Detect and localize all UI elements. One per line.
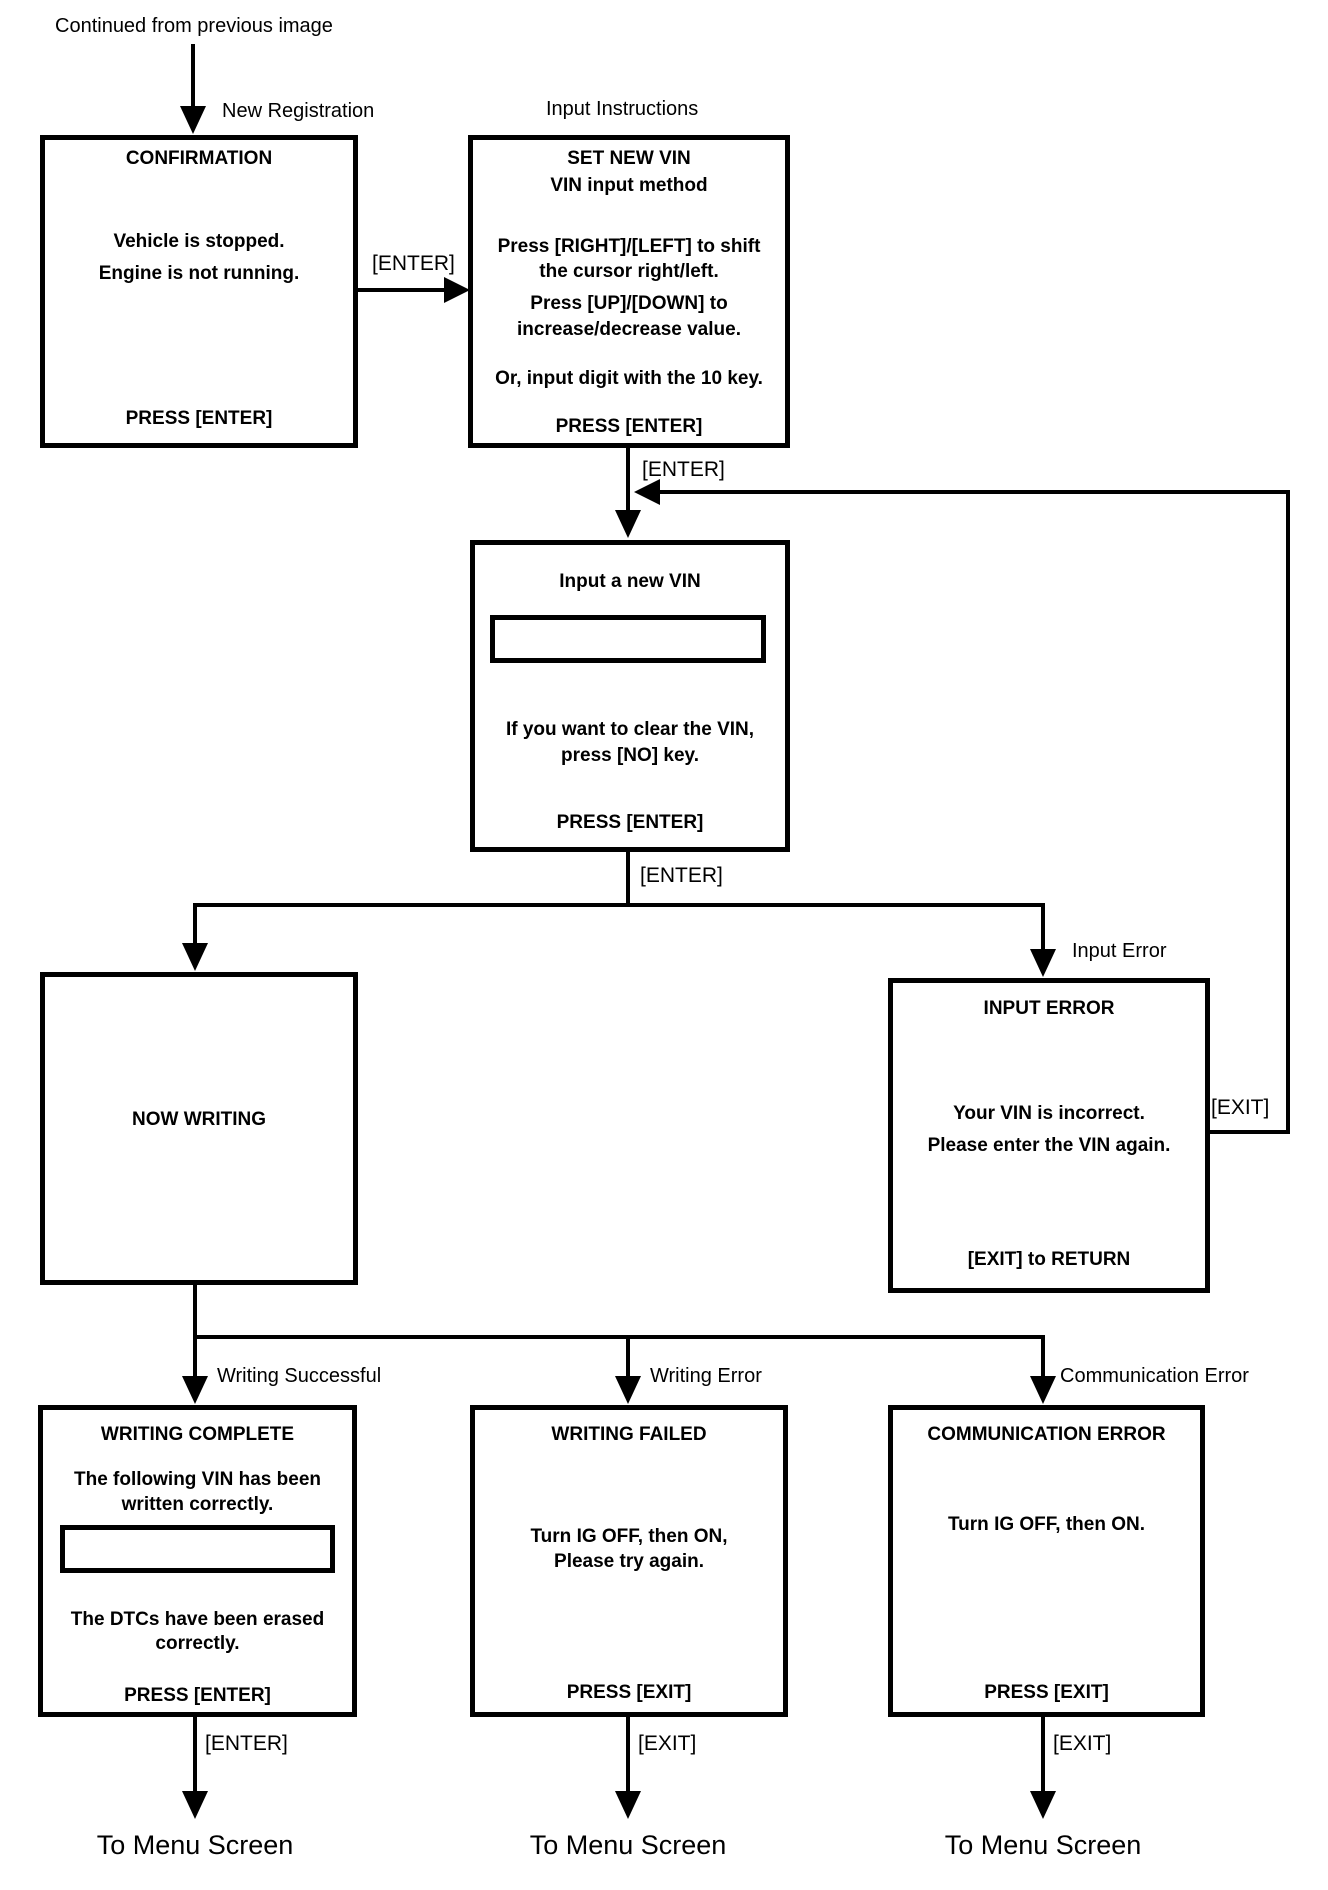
arrow-down-icon — [180, 106, 206, 134]
screen-text: written correctly. — [121, 1494, 274, 1515]
screen-set-new-vin: SET NEW VIN VIN input method Press [RIGH… — [468, 135, 790, 448]
edge-label-enter: [ENTER] — [640, 864, 723, 887]
arrow-right-icon — [444, 277, 470, 303]
edge-line — [358, 288, 446, 292]
continued-note: Continued from previous image — [55, 15, 333, 37]
edge-label-enter: [ENTER] — [642, 458, 725, 481]
edge-label-exit: [EXIT] — [1211, 1096, 1270, 1119]
terminal-to-menu-screen: To Menu Screen — [944, 1830, 1142, 1860]
edge-line — [626, 448, 630, 510]
screen-confirmation: CONFIRMATION Vehicle is stopped. Engine … — [40, 135, 358, 448]
vin-result-field — [60, 1525, 335, 1573]
edge-label-enter: [ENTER] — [205, 1732, 288, 1755]
edge-label-enter: [ENTER] — [372, 252, 455, 275]
branch-line — [193, 1335, 1045, 1339]
exit-loop-line-right — [1286, 490, 1290, 1134]
screen-text: Vehicle is stopped. — [113, 231, 285, 252]
screen-text: Press [UP]/[DOWN] to — [530, 293, 728, 314]
screen-text: Please enter the VIN again. — [927, 1135, 1171, 1156]
screen-communication-error: COMMUNICATION ERROR Turn IG OFF, then ON… — [888, 1405, 1205, 1717]
edge-line — [1041, 1717, 1045, 1792]
exit-loop-line-bottom — [1210, 1130, 1290, 1134]
screen-text: the cursor right/left. — [539, 261, 719, 282]
screen-text: Or, input digit with the 10 key. — [495, 368, 763, 389]
screen-footer: [EXIT] to RETURN — [967, 1249, 1131, 1270]
branch-label-writing-successful: Writing Successful — [217, 1365, 382, 1387]
branch-label-new-registration: New Registration — [222, 100, 375, 122]
screen-footer: PRESS [ENTER] — [555, 416, 703, 437]
screen-text: increase/decrease value. — [517, 319, 741, 340]
screen-text: Please try again. — [554, 1551, 704, 1572]
screen-text: Your VIN is incorrect. — [953, 1103, 1145, 1124]
screen-text: The DTCs have been erased — [70, 1609, 325, 1630]
arrow-down-icon — [615, 1791, 641, 1819]
screen-title: NOW WRITING — [131, 1109, 267, 1130]
screen-title: WRITING FAILED — [551, 1424, 707, 1445]
screen-footer: PRESS [ENTER] — [124, 1685, 271, 1706]
screen-input-new-vin: Input a new VIN If you want to clear the… — [470, 540, 790, 852]
screen-text: Turn IG OFF, then ON. — [947, 1514, 1146, 1535]
arrow-down-icon — [182, 1791, 208, 1819]
screen-text: Turn IG OFF, then ON, — [530, 1526, 728, 1547]
arrow-down-icon — [615, 1376, 641, 1404]
arrow-down-icon — [182, 943, 208, 971]
arrow-down-icon — [182, 1376, 208, 1404]
screen-footer: PRESS [ENTER] — [125, 408, 273, 429]
edge-label-exit: [EXIT] — [1053, 1732, 1112, 1755]
edge-line — [626, 852, 630, 905]
screen-text: correctly. — [155, 1633, 240, 1654]
terminal-to-menu-screen: To Menu Screen — [529, 1830, 727, 1860]
screen-input-error: INPUT ERROR Your VIN is incorrect. Pleas… — [888, 978, 1210, 1293]
screen-footer: PRESS [EXIT] — [566, 1682, 692, 1703]
terminal-to-menu-screen: To Menu Screen — [96, 1830, 294, 1860]
screen-text: Engine is not running. — [98, 263, 300, 284]
edge-line — [193, 1717, 197, 1792]
arrow-left-icon — [634, 479, 660, 505]
branch-label-writing-error: Writing Error — [650, 1365, 762, 1387]
edge-line — [1041, 1337, 1045, 1376]
screen-writing-complete: WRITING COMPLETE The following VIN has b… — [38, 1405, 357, 1717]
branch-label-input-error: Input Error — [1072, 940, 1167, 962]
entry-arrow-line — [191, 44, 195, 108]
screen-text: press [NO] key. — [561, 745, 699, 766]
screen-text: If you want to clear the VIN, — [505, 719, 755, 740]
edge-line — [1041, 905, 1045, 950]
screen-text: The following VIN has been — [73, 1469, 322, 1490]
screen-text: Press [RIGHT]/[LEFT] to shift — [497, 236, 761, 257]
screen-now-writing: NOW WRITING — [40, 972, 358, 1285]
edge-line — [626, 1717, 630, 1792]
screen-footer: PRESS [EXIT] — [984, 1682, 1109, 1703]
arrow-down-icon — [1030, 949, 1056, 977]
screen-title: COMMUNICATION ERROR — [927, 1424, 1166, 1445]
edge-label-exit: [EXIT] — [638, 1732, 697, 1755]
screen-title: SET NEW VIN — [567, 148, 691, 169]
screen-writing-failed: WRITING FAILED Turn IG OFF, then ON, Ple… — [470, 1405, 788, 1717]
edge-line — [626, 1337, 630, 1376]
arrow-down-icon — [1030, 1376, 1056, 1404]
vin-input-field — [490, 615, 766, 663]
branch-label-input-instructions: Input Instructions — [546, 98, 699, 120]
screen-footer: PRESS [ENTER] — [556, 812, 704, 833]
exit-loop-line-top — [660, 490, 1288, 494]
screen-title: Input a new VIN — [559, 571, 701, 592]
arrow-down-icon — [1030, 1791, 1056, 1819]
edge-line — [193, 1337, 197, 1376]
screen-title: WRITING COMPLETE — [100, 1424, 295, 1445]
branch-label-communication-error: Communication Error — [1060, 1365, 1249, 1387]
branch-line — [193, 903, 1045, 907]
arrow-down-icon — [615, 510, 641, 538]
edge-line — [193, 905, 197, 944]
screen-title: VIN input method — [550, 175, 708, 196]
screen-title: INPUT ERROR — [983, 998, 1115, 1019]
screen-title: CONFIRMATION — [125, 148, 273, 169]
edge-line — [193, 1285, 197, 1337]
